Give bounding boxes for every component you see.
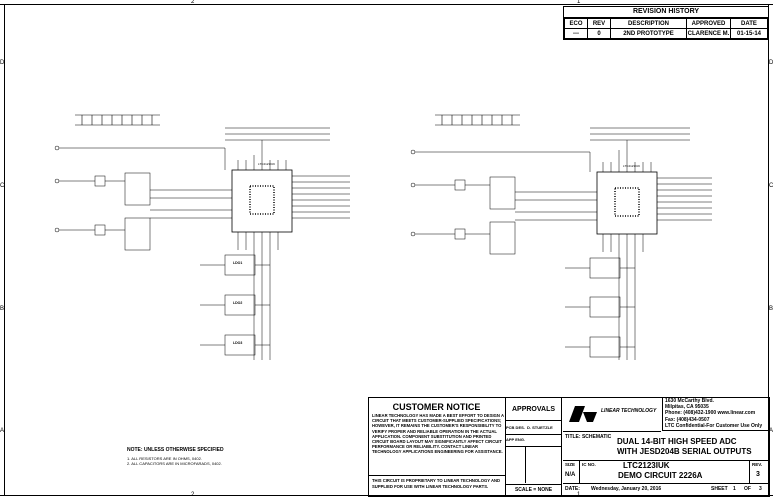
rev-header-description: DESCRIPTION — [610, 18, 687, 29]
frame-right — [768, 4, 769, 496]
zone-col-2-top: 2 — [191, 0, 195, 5]
customer-notice-body: LINEAR TECHNOLOGY HAS MADE A BEST EFFORT… — [372, 413, 504, 455]
pcb-row: PCB DES. D. STUETZLE — [505, 420, 561, 435]
zone-row-d-left: D — [0, 60, 5, 66]
zone-row-c-right: C — [769, 183, 773, 189]
rev-eco: --- — [564, 28, 588, 39]
schematic-right — [410, 114, 712, 360]
approvals-divider — [525, 446, 526, 483]
rev-label: REV. — [752, 462, 763, 467]
website: www.linear.com — [717, 410, 756, 417]
title-line-1: DUAL 14-BIT HIGH SPEED ADC — [617, 437, 737, 446]
sheet-number: 1 — [733, 486, 736, 492]
notes-line-1: 1. ALL RESISTORS ARE IN OHMS, 0402. — [127, 456, 202, 461]
date-row: DATE: Wednesday, January 20, 2016 SHEET … — [563, 484, 769, 496]
zone-row-a-right: A — [769, 428, 773, 434]
frame-top — [0, 4, 773, 5]
confidential-line: LTC Confidential-For Customer Use Only — [665, 422, 763, 429]
proprietary-box: THIS CIRCUIT IS PROPRIETARY TO LINEAR TE… — [369, 475, 506, 496]
date-label: DATE: — [565, 486, 580, 492]
app-row: APP ENG. — [505, 433, 561, 447]
sheet-total: 3 — [759, 486, 762, 492]
size-label: SIZE — [565, 462, 576, 467]
zone-row-a-left: A — [0, 428, 5, 434]
rev-cell: REV. 3 — [749, 461, 770, 483]
zone-row-c-left: C — [0, 183, 5, 189]
frame-bottom — [0, 495, 773, 496]
title-label: TITLE: SCHEMATIC — [565, 434, 612, 440]
fax-line: Fax: (408)434-0507 — [665, 416, 710, 423]
address-line-1: 1630 McCarthy Blvd. — [665, 398, 714, 404]
zone-col-2-bottom: 2 — [191, 492, 195, 498]
zone-col-1-top: 1 — [577, 0, 581, 5]
customer-notice-title: CUSTOMER NOTICE — [392, 402, 481, 412]
ldo-label-1: LDO1 — [233, 261, 243, 265]
approvals-title: APPROVALS — [511, 406, 556, 413]
sheet-label: SHEET — [711, 486, 728, 492]
address-line-2: Milpitas, CA 95035 — [665, 404, 709, 411]
of-label: OF — [744, 486, 751, 492]
schematic-left — [54, 114, 350, 360]
rev-rev: 0 — [587, 28, 611, 39]
revision-history-table: REVISION HISTORY ECO REV DESCRIPTION APP… — [563, 6, 769, 40]
proprietary-text: THIS CIRCUIT IS PROPRIETARY TO LINEAR TE… — [372, 478, 501, 489]
ldo-label-2: LDO2 — [233, 301, 243, 305]
notes-body: 1. ALL RESISTORS ARE IN OHMS, 0402. 2. A… — [127, 456, 222, 466]
title-block: CUSTOMER NOTICE LINEAR TECHNOLOGY HAS MA… — [368, 397, 770, 497]
chip-label-left: LTC2123IUK — [258, 162, 276, 166]
size-cell: SIZE N/A — [563, 461, 580, 483]
title-row: TITLE: SCHEMATIC DUAL 14-BIT HIGH SPEED … — [563, 432, 769, 461]
company-logo-text: LINEAR TECHNOLOGY — [601, 408, 657, 414]
rev-description: 2ND PROTOTYPE — [610, 28, 687, 39]
rev-approved: CLARENCE M. — [686, 28, 731, 39]
frame-left — [4, 4, 5, 496]
rev-date: 01-15-14 — [730, 28, 768, 39]
linear-logo-icon — [569, 406, 597, 422]
notes-line-2: 2. ALL CAPACITORS ARE IN MICROFARADS, 04… — [127, 461, 222, 466]
icno-label: IC NO. — [582, 462, 596, 467]
size-value: N/A — [565, 472, 576, 478]
chip-label-right: LTC2123IUK — [623, 164, 641, 168]
zone-col-1-bottom: 1 — [577, 492, 581, 498]
title-line-2: WITH JESD204B SERIAL OUTPUTS — [617, 447, 752, 456]
notes-title: NOTE: UNLESS OTHERWISE SPECIFIED — [127, 447, 224, 453]
phone-line: Phone: (408)432-1900 www.linear.com — [665, 410, 769, 416]
rev-header-rev: REV — [587, 18, 611, 29]
size-row: SIZE N/A IC NO. LTC2123IUK DEMO CIRCUIT … — [563, 461, 769, 484]
date-value: Wednesday, January 20, 2016 — [591, 486, 662, 492]
app-label: APP ENG. — [506, 437, 526, 442]
company-address: 1630 McCarthy Blvd. Milpitas, CA 95035 P… — [662, 398, 769, 431]
zone-row-d-right: D — [769, 60, 773, 66]
zone-row-b-right: B — [769, 306, 773, 312]
part-number: LTC2123IUK — [623, 461, 670, 470]
rev-header-approved: APPROVED — [686, 18, 731, 29]
pcb-label: PCB DES. — [506, 425, 525, 430]
pcb-value: D. STUETZLE — [527, 425, 553, 430]
rev-header-eco: ECO — [564, 18, 588, 29]
approvals-box: APPROVALS PCB DES. D. STUETZLE APP ENG. … — [505, 398, 562, 496]
revision-title: REVISION HISTORY — [564, 7, 768, 18]
rev-header-date: DATE — [730, 18, 768, 29]
phone: Phone: (408)432-1900 — [665, 410, 717, 417]
demo-circuit: DEMO CIRCUIT 2226A — [618, 471, 703, 480]
zone-row-b-left: B — [0, 306, 5, 312]
ldo-label-3: LDO3 — [233, 341, 243, 345]
rev-value: 3 — [756, 471, 760, 478]
scale-label: SCALE = NONE — [505, 484, 562, 493]
company-logo-box: LINEAR TECHNOLOGY — [563, 398, 661, 432]
customer-notice-box: CUSTOMER NOTICE LINEAR TECHNOLOGY HAS MA… — [369, 398, 506, 476]
